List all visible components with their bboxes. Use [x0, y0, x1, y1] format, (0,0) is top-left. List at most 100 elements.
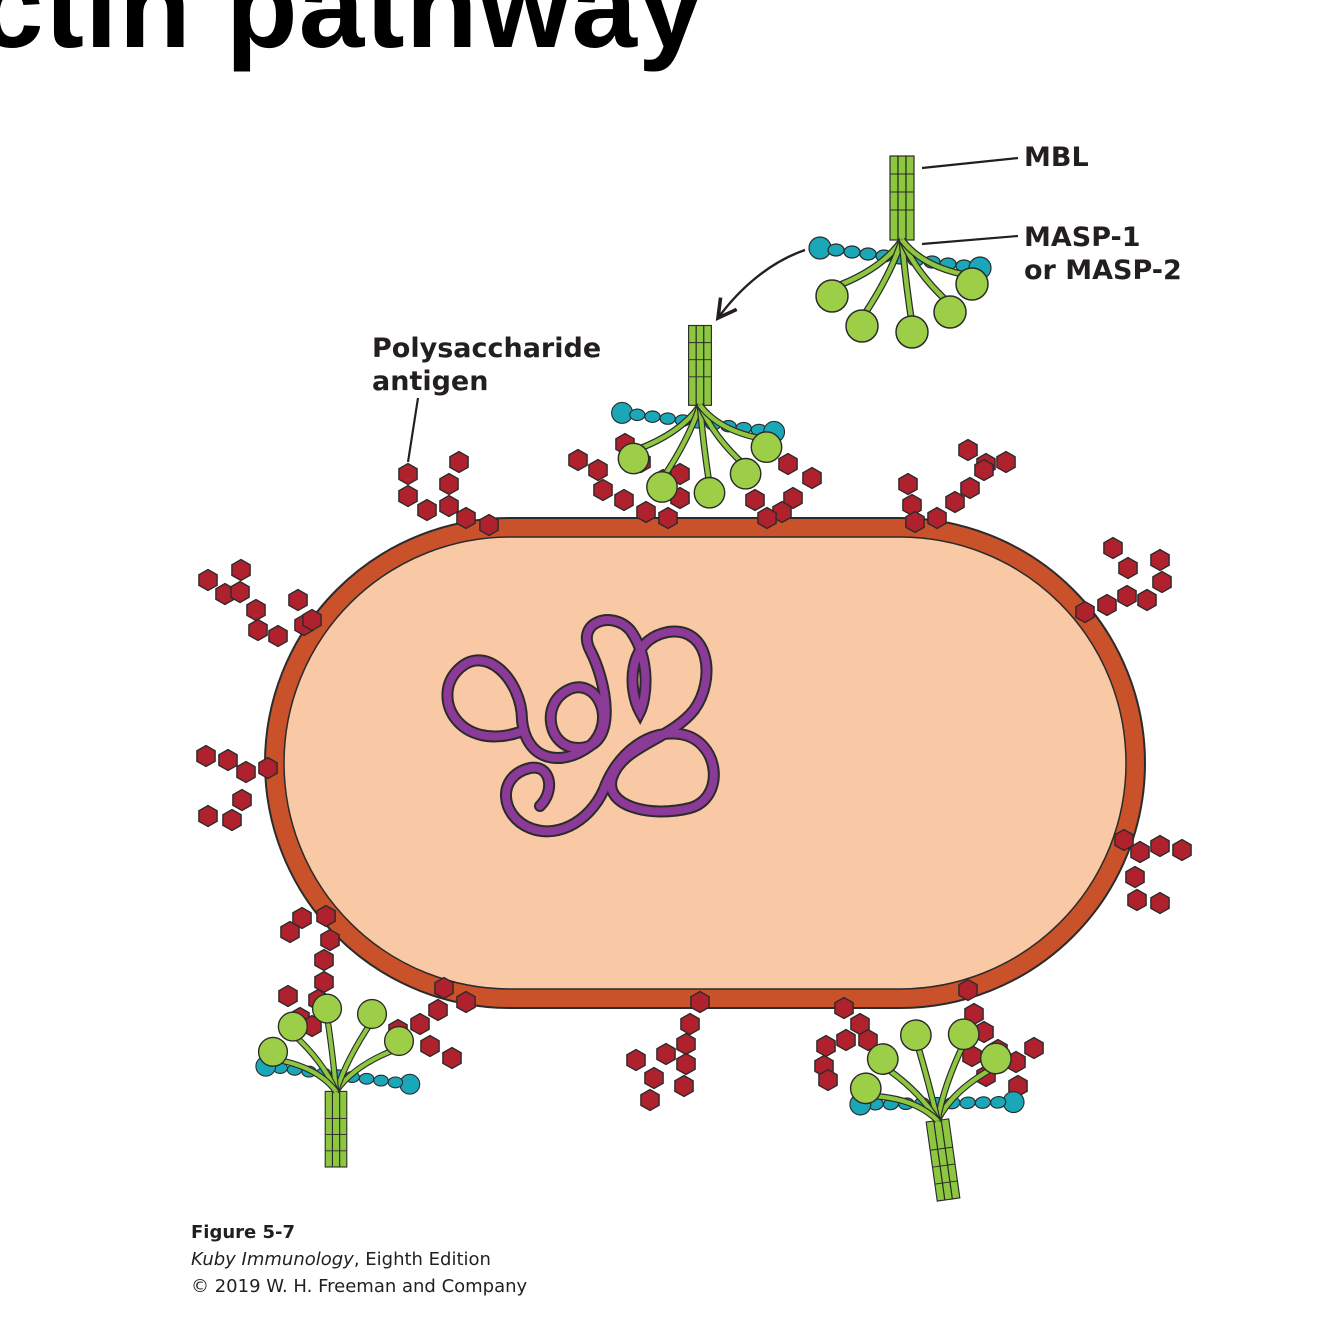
sugar-residue: [640, 1088, 660, 1112]
lectin-head: [257, 1036, 289, 1067]
binding-arrow: [715, 248, 806, 321]
sugar-residue: [593, 478, 613, 502]
mbl-arm: [849, 1072, 940, 1123]
sugar-residue: [320, 928, 340, 952]
sugar-residue: [1103, 536, 1123, 560]
lectin-head: [895, 315, 929, 349]
masp-domain: [659, 412, 676, 425]
lectin-head: [311, 993, 343, 1024]
sugar-residue: [626, 1048, 646, 1072]
sugar-residue: [656, 1042, 676, 1066]
sugar-residue: [1075, 600, 1095, 624]
mbl-masp-complex: [849, 1018, 1025, 1202]
lectin-head: [955, 267, 989, 301]
polysaccharide-chain: [898, 438, 1016, 534]
polysaccharide-chain: [1075, 536, 1172, 624]
sugar-residue: [398, 462, 418, 486]
sugar-residue: [1152, 570, 1172, 594]
sugar-residue: [1024, 1036, 1044, 1060]
sugar-residue: [802, 466, 822, 490]
lectin-head: [356, 998, 388, 1030]
sugar-residue: [1172, 838, 1192, 862]
sugar-residue: [1114, 828, 1134, 852]
masp-domain: [959, 1096, 976, 1110]
masp-domain: [387, 1076, 404, 1089]
sugar-residue: [858, 1028, 878, 1052]
sugar-residue: [1118, 556, 1138, 580]
cytoplasm: [283, 536, 1127, 990]
sugar-residue: [757, 506, 777, 530]
masp-domain: [373, 1074, 389, 1087]
polysaccharide-chain: [196, 744, 278, 832]
sugar-residue: [280, 920, 300, 944]
slide-title: ctin pathway: [0, 0, 705, 73]
sugar-residue: [231, 558, 251, 582]
sugar-residue: [1150, 834, 1170, 858]
sugar-residue: [428, 998, 448, 1022]
masp-domain: [629, 408, 646, 422]
sugar-residue: [398, 484, 418, 508]
sugar-residue: [236, 760, 256, 784]
masp-domain: [974, 1096, 992, 1109]
mbl-collagen-strand: [897, 155, 907, 241]
sugar-residue: [218, 748, 238, 772]
lectin-head: [849, 1072, 882, 1105]
sugar-residue: [292, 906, 312, 930]
figure-number: Figure 5-7: [191, 1222, 296, 1243]
lectin-head: [729, 457, 762, 490]
sugar-residue: [644, 1066, 664, 1090]
sugar-residue: [960, 476, 980, 500]
sugar-residue: [456, 990, 476, 1014]
lectin-head: [383, 1025, 415, 1057]
sugar-residue: [818, 1068, 838, 1092]
copyright: © 2019 W. H. Freeman and Company: [191, 1276, 528, 1297]
lectin-head: [277, 1011, 308, 1042]
sugar-residue: [434, 976, 454, 1000]
sugar-residue: [898, 472, 918, 496]
sugar-residue: [258, 756, 278, 780]
sugar-residue: [676, 1032, 696, 1056]
mbl-collagen-strand: [324, 1090, 333, 1168]
mbl-label: MBL: [1024, 141, 1089, 174]
masp-domain: [843, 245, 861, 259]
sugar-residue: [246, 598, 266, 622]
sugar-residue: [958, 438, 978, 462]
antigen-label-line2: antigen: [372, 366, 489, 397]
sugar-residue: [410, 1012, 430, 1036]
sugar-residue: [974, 458, 994, 482]
sugar-residue: [676, 1052, 696, 1076]
sugar-residue: [568, 448, 588, 472]
sugar-residue: [198, 804, 218, 828]
sugar-residue: [456, 506, 476, 530]
lectin-head: [693, 476, 726, 509]
sugar-residue: [772, 500, 792, 524]
sugar-residue: [927, 506, 947, 530]
lectin-head: [815, 279, 849, 313]
sugar-residue: [834, 996, 854, 1020]
masp-domain: [611, 401, 634, 424]
sugar-residue: [778, 452, 798, 476]
strand-segment: [930, 1146, 953, 1151]
antigen-label-line1: Polysaccharide: [372, 333, 602, 364]
lectin-head: [933, 295, 967, 329]
mbl-masp-complexes: [255, 155, 1025, 1202]
sugar-residue: [222, 808, 242, 832]
sugar-residue: [1130, 840, 1150, 864]
sugar-residue: [1125, 865, 1145, 889]
sugar-residue: [316, 904, 336, 928]
mbl-masp-complex: [808, 155, 992, 349]
sugar-residue: [958, 978, 978, 1002]
sugar-residue: [449, 450, 469, 474]
mbl-collagen-strand: [905, 155, 915, 241]
sugar-residue: [420, 1034, 440, 1058]
sugar-residue: [1137, 588, 1157, 612]
bacterial-cell: [196, 432, 1192, 1112]
mbl-arm: [257, 1036, 339, 1094]
sugar-residue: [1097, 593, 1117, 617]
sugar-residue: [905, 510, 925, 534]
sugar-residue: [278, 984, 298, 1008]
sugar-residue: [816, 1034, 836, 1058]
sugar-residue: [690, 990, 710, 1014]
masp-label-line2: or MASP-2: [1024, 255, 1182, 286]
masp-domain: [358, 1072, 375, 1085]
